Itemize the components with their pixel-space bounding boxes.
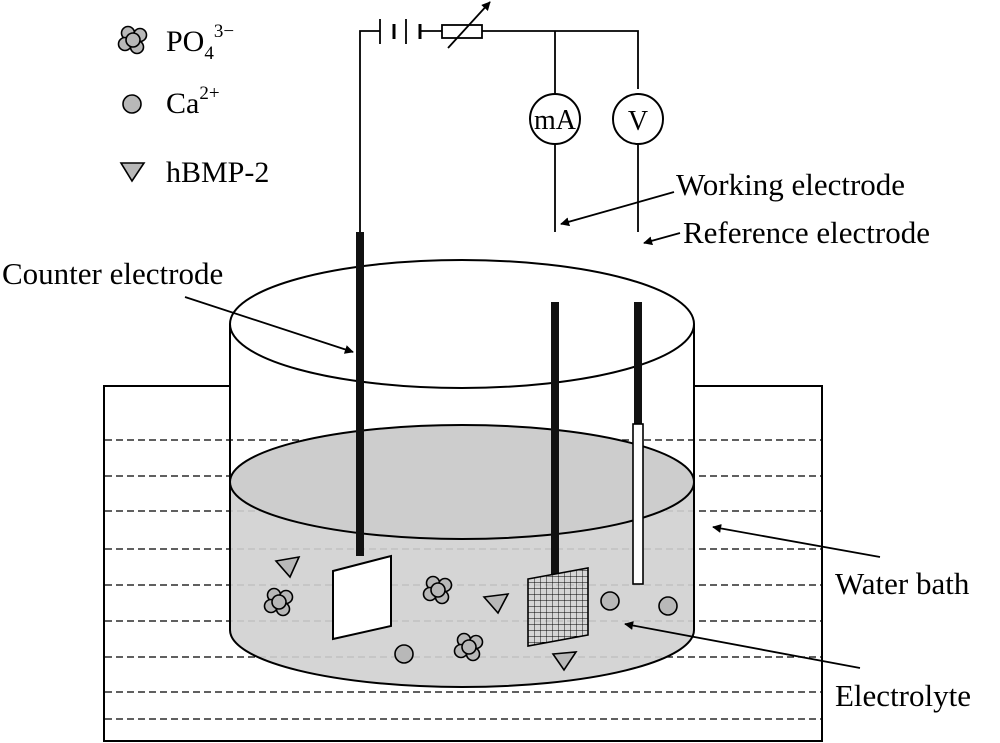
beaker [229, 259, 695, 688]
electrolyte-particles [263, 555, 678, 672]
ammeter-label: mA [534, 105, 577, 136]
reference-electrode-label: Reference electrode [683, 215, 930, 250]
calcium-ion [658, 596, 678, 616]
calcium-ion [394, 644, 414, 664]
phosphate-legend-icon [117, 25, 148, 55]
beaker-rim [229, 259, 695, 389]
reference-electrode [632, 302, 644, 585]
phosphate-ion [422, 575, 453, 605]
working-electrode [527, 302, 589, 647]
electrolyte-label: Electrolyte [835, 678, 971, 713]
voltmeter-label: V [628, 106, 648, 137]
electrolyte-surface [229, 424, 695, 540]
variable-resistor [441, 1, 491, 49]
voltmeter: V [612, 93, 664, 145]
ammeter: mA [529, 93, 581, 145]
protein-legend-icon [119, 162, 146, 183]
water-bath-outline [103, 385, 823, 742]
water-bath-label: Water bath [835, 566, 970, 601]
phosphate-ion [453, 632, 484, 662]
counter-electrode-plate [332, 554, 392, 641]
calcium-legend-label: Ca2+ [166, 83, 220, 120]
calcium-ion [600, 591, 620, 611]
protein-legend-label: hBMP-2 [166, 156, 269, 189]
phosphate-legend-label: PO43− [166, 21, 234, 64]
counter-electrode [332, 232, 392, 641]
reference-electrode-arrow [643, 232, 681, 246]
electrolyte-arrow [624, 621, 861, 669]
counter-electrode-label: Counter electrode [2, 256, 223, 291]
protein-molecule [482, 593, 510, 615]
counter-electrode-arrow [184, 296, 354, 354]
water-bath-arrow [712, 524, 881, 558]
protein-molecule [274, 555, 301, 579]
reference-electrode-tube [632, 423, 644, 585]
working-electrode-mesh [527, 567, 589, 647]
battery [379, 19, 422, 44]
phosphate-ion [263, 587, 294, 617]
calcium-legend-icon [122, 94, 142, 114]
pointer-arrows [184, 191, 881, 669]
protein-molecule [551, 651, 578, 672]
circuit-wiring [359, 30, 639, 232]
working-electrode-label: Working electrode [676, 167, 905, 202]
beaker-bottom [229, 629, 695, 688]
legend: PO43− Ca2+ hBMP-2 [117, 21, 269, 189]
working-electrode-arrow [560, 191, 675, 227]
